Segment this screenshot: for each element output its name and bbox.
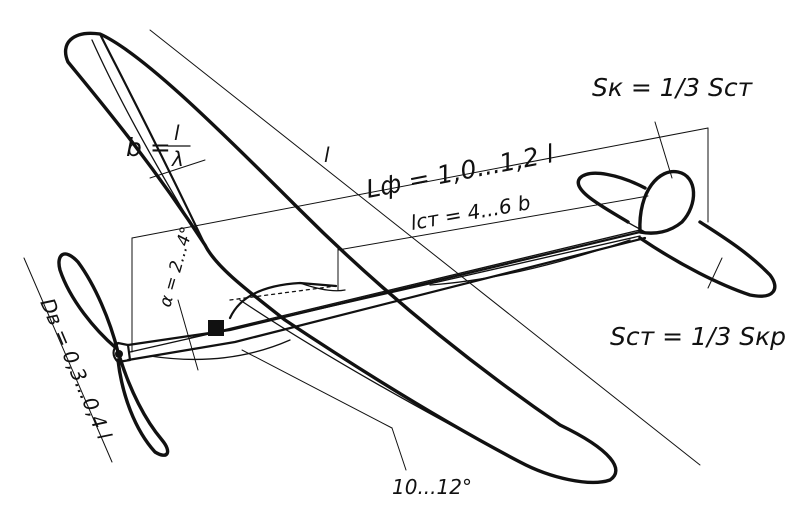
label-propeller-diameter: Dв = 0,3...0,4 l — [35, 295, 116, 444]
stabilizer — [576, 171, 777, 298]
rubber-motor-hook — [208, 320, 224, 336]
dimension-lines — [23, 29, 723, 471]
label-tail-arm: lст = 4...6 b — [409, 190, 533, 235]
label-chord-denominator: λ — [171, 147, 184, 171]
tail-fin — [638, 169, 696, 235]
label-dihedral: 10...12° — [392, 475, 472, 499]
label-chord: b = — [126, 133, 171, 162]
label-stabilizer-area: Sст = 1/3 Sкр — [610, 322, 786, 351]
label-chord-numerator: l — [174, 121, 180, 145]
label-incidence: α = 2...4° — [156, 224, 198, 309]
label-span-mark: l — [324, 143, 330, 167]
wing-pylon — [228, 239, 631, 320]
label-tail-fin-area: Sк = 1/3 Sст — [592, 73, 754, 102]
fuselage — [112, 229, 647, 364]
propeller — [57, 252, 170, 457]
propeller-hub — [115, 350, 123, 358]
wing — [63, 31, 618, 485]
